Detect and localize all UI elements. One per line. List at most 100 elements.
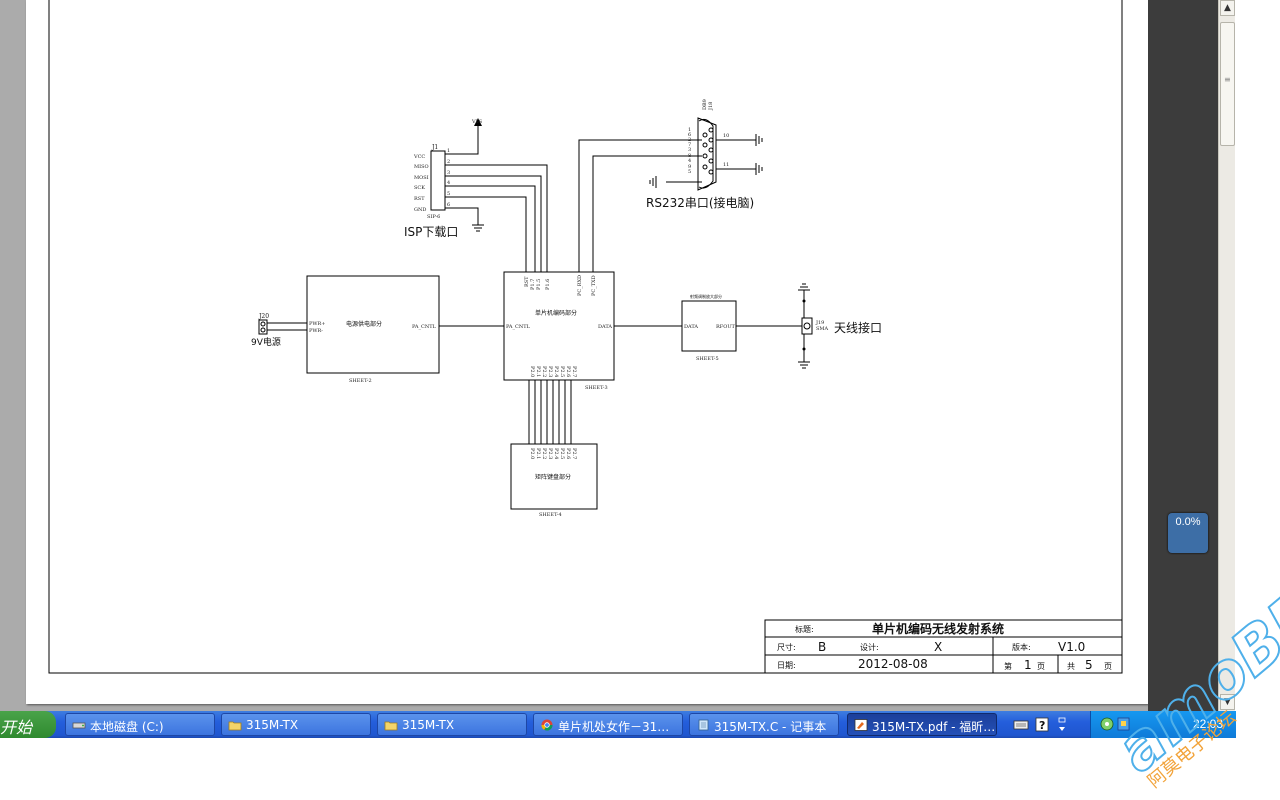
svg-text:7: 7 [688,142,691,148]
watermark: amoBBS 阿莫电子论坛 [1101,590,1280,792]
svg-text:P2.7: P2.7 [571,448,577,459]
isp-pin-label: GND [414,207,426,213]
drive-icon [72,722,86,729]
taskbar-item-foxit[interactable]: 315M-TX.pdf - 福昕… [847,713,997,736]
sheet2-block: 电源供电部分 PA_CNTL SHEET-2 [306,275,504,384]
svg-text:P2.6: P2.6 [565,366,571,377]
svg-text:P2.2: P2.2 [541,366,547,377]
title-block: 标题: 单片机编码无线发射系统 尺寸: B 设计: X 版本: V1.0 日期:… [764,619,1123,674]
svg-text:尺寸:: 尺寸: [777,642,796,652]
network-icon[interactable] [1100,717,1114,731]
svg-text:P2.2: P2.2 [541,448,547,459]
vertical-scrollbar[interactable]: ▲ ≡ ▼ [1218,0,1235,711]
quick-tray-icons: ? [1012,715,1082,735]
svg-text:P2.5: P2.5 [559,366,565,377]
schematic-drawing: J1 VCC MISO MOSI SCK RST GND 1 2 3 4 5 6… [48,0,1123,674]
taskbar-item-folder[interactable]: 315M-TX [221,713,371,736]
isp-pin-label: RST [414,196,425,202]
svg-text:?: ? [1039,719,1045,732]
isp-pin-label: VCC [413,154,425,160]
svg-text:2: 2 [447,159,450,165]
taskbar-item-local-disk[interactable]: 本地磁盘 (C:) [65,713,215,736]
keyboard-icon[interactable] [1013,720,1029,730]
scroll-up-button[interactable]: ▲ [1220,0,1235,16]
svg-text:P2.6: P2.6 [565,448,571,459]
svg-text:J20: J20 [258,313,269,320]
svg-text:P2.7: P2.7 [571,366,577,377]
svg-text:RFOUT: RFOUT [716,324,736,330]
viewer-margin [1148,0,1218,711]
svg-text:P2.4: P2.4 [553,448,559,459]
scroll-thumb[interactable]: ≡ [1220,22,1235,146]
svg-text:5: 5 [447,191,450,197]
svg-text:页: 页 [1037,662,1045,671]
start-button[interactable]: 开始 [0,711,56,738]
taskbar-item-notepad[interactable]: 315M-TX.C - 记事本 [689,713,839,736]
taskbar-item-chrome[interactable]: 单片机处女作－31… [533,713,683,736]
svg-text:PWR+: PWR+ [309,321,325,327]
svg-text:3: 3 [688,147,691,153]
notepad-icon [698,719,709,731]
svg-text:5: 5 [688,169,691,175]
svg-text:PC_RXD: PC_RXD [577,275,583,296]
isp-label: ISP下载口 [404,225,458,239]
scroll-down-button[interactable]: ▼ [1220,694,1235,710]
svg-text:P2.3: P2.3 [547,448,553,459]
svg-text:6: 6 [447,202,450,208]
svg-text:DATA: DATA [684,324,698,330]
isp-pin-label: MISO [414,164,429,170]
svg-text:9: 9 [688,164,691,170]
drawing-title: 单片机编码无线发射系统 [872,621,1004,636]
progress-badge[interactable]: 0.0% [1168,513,1208,553]
clock[interactable]: 22:03 [1193,717,1224,731]
svg-text:P1.7: P1.7 [530,279,536,290]
svg-text:2012-08-08: 2012-08-08 [858,657,928,671]
taskbar-item-label: 315M-TX.C - 记事本 [714,720,827,734]
power-connector: J20 9V电源 PWR+ PWR- [251,313,325,348]
svg-text:PA_CNTL: PA_CNTL [412,324,437,330]
security-icon[interactable] [1117,717,1130,731]
pdf-viewer-area: J1 VCC MISO MOSI SCK RST GND 1 2 3 4 5 6… [0,0,1235,711]
svg-text:PA_CNTL: PA_CNTL [506,324,531,330]
svg-text:4: 4 [447,180,450,186]
svg-text:V1.0: V1.0 [1058,640,1085,654]
language-bar-options-icon[interactable] [1058,717,1066,731]
svg-text:标题:: 标题: [795,624,814,634]
taskbar-item-label: 315M-TX [246,718,299,732]
svg-text:1: 1 [447,148,450,154]
pdf-page: J1 VCC MISO MOSI SCK RST GND 1 2 3 4 5 6… [26,0,1148,704]
foxit-icon [854,719,868,731]
svg-text:P2.0: P2.0 [529,366,535,377]
svg-text:SHEET-2: SHEET-2 [349,378,372,384]
taskbar-item-label: 单片机处女作－31… [558,720,670,734]
svg-text:4: 4 [688,158,691,164]
svg-text:P1.6: P1.6 [545,279,551,290]
svg-text:PWR-: PWR- [309,328,323,334]
svg-text:射频调制放大部分: 射频调制放大部分 [690,293,722,299]
svg-text:设计:: 设计: [860,642,879,652]
svg-text:DB9: DB9 [702,99,708,110]
chrome-icon [541,719,553,731]
svg-text:V5S: V5S [471,119,483,125]
help-icon[interactable]: ? [1035,717,1049,732]
svg-text:共: 共 [1067,662,1075,671]
folder-icon [384,721,398,731]
db9-connector: DB9 J18 1 6 2 7 3 8 4 9 5 [578,99,763,272]
svg-text:SMA: SMA [816,326,829,332]
svg-text:单片机编码部分: 单片机编码部分 [535,309,577,317]
svg-text:页: 页 [1104,662,1112,671]
svg-text:P2.1: P2.1 [535,366,541,377]
svg-text:6: 6 [688,132,691,138]
system-tray: 22:03 [1090,711,1236,738]
svg-text:DATA: DATA [598,324,612,330]
taskbar-item-folder[interactable]: 315M-TX [377,713,527,736]
page-border [48,0,1123,674]
svg-text:11: 11 [723,162,729,168]
svg-text:1: 1 [688,127,691,133]
svg-text:J18: J18 [708,102,714,111]
isp-pin-label: MOSI [414,175,429,181]
svg-text:X: X [934,640,942,654]
sheet5-block: 射频调制放大部分 DATA RFOUT SHEET-5 [681,293,802,362]
svg-text:第: 第 [1004,661,1012,671]
svg-text:P1.5: P1.5 [536,279,542,290]
